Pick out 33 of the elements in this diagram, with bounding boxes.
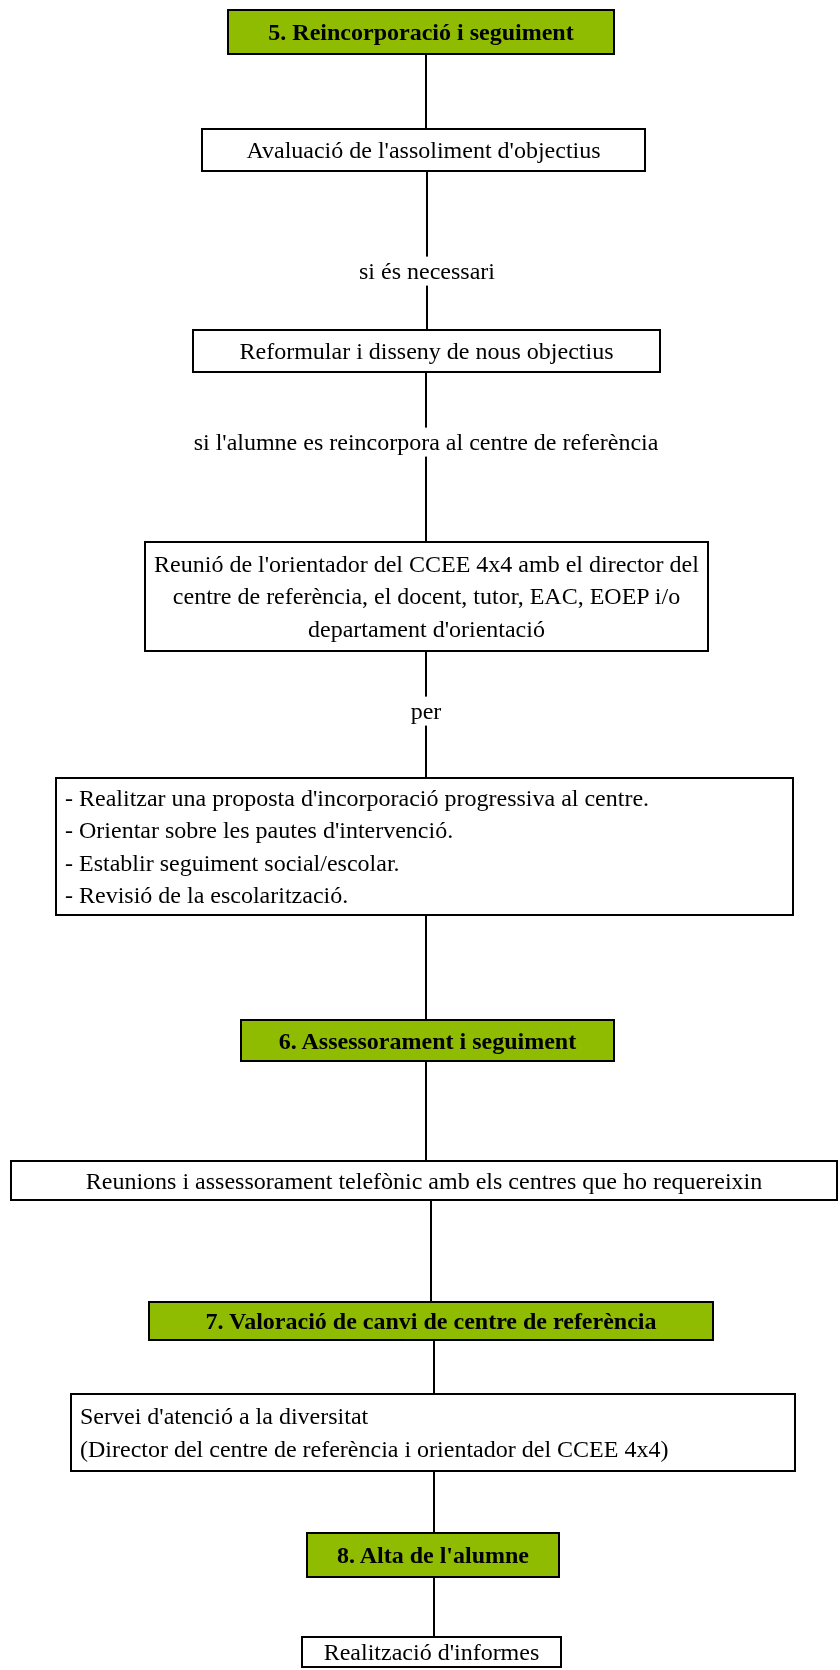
step-title: 8. Alta de l'alumne (337, 1541, 529, 1570)
process-box (201, 128, 646, 172)
step-title: 7. Valoració de canvi de centre de referència (205, 1307, 657, 1336)
step-title: 6. Assessorament i seguiment (278, 1026, 577, 1056)
box-text: (Director del centre de referència i orientador del CCEE 4x4) (80, 1434, 669, 1464)
box-text: Avaluació de l'assoliment d'objectius (246, 136, 601, 165)
box-text: - Realitzar una proposta d'incorporació progressiva al centre. (65, 783, 650, 813)
box-text: Reformular i disseny de nous objectius (239, 337, 614, 366)
process-box (55, 777, 794, 916)
box-text: - Orientar sobre les pautes d'intervenció. (65, 816, 454, 846)
box-text: Reunió de l'orientador del CCEE 4x4 amb el director del centre de referència, el docent, tutor, EAC, EOEP i/o departament d'orientació (153, 549, 700, 644)
process-box (301, 1636, 562, 1668)
box-text: Servei d'atenció a la diversitat (80, 1402, 369, 1432)
connector-line (425, 1061, 427, 1161)
connector-line (433, 1577, 435, 1637)
step-heading-box (148, 1301, 714, 1341)
connector-line (430, 1200, 432, 1302)
box-text: Reunions i assessorament telefònic amb els centres que ho requereixin (85, 1166, 763, 1196)
box-text: Realització d'informes (323, 1638, 540, 1667)
step-heading-box (306, 1532, 560, 1578)
step-title: 5. Reincorporació i seguiment (268, 18, 574, 47)
connector-line (433, 1471, 435, 1533)
process-box (144, 541, 709, 652)
connector-line (433, 1340, 435, 1394)
connector-line (425, 54, 427, 129)
process-box (70, 1393, 796, 1472)
process-box (10, 1160, 838, 1201)
connector-line (425, 915, 427, 1020)
process-box (192, 329, 661, 373)
box-text: - Establir seguiment social/escolar. (65, 848, 400, 878)
step-heading-box (227, 9, 615, 55)
step-heading-box (240, 1019, 615, 1062)
box-text: - Revisió de la escolarització. (65, 880, 349, 910)
